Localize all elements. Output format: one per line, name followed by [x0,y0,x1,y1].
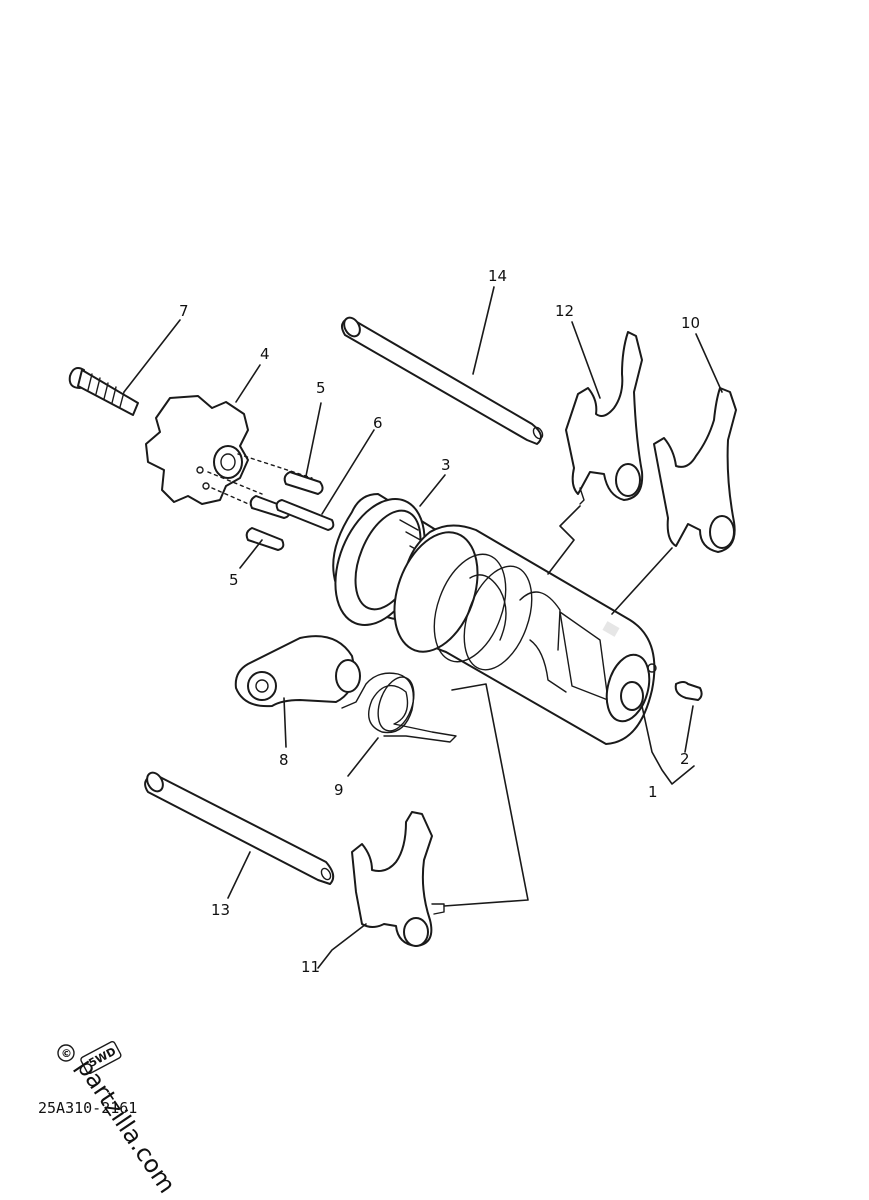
leader-5-lower [239,539,263,569]
leader-8 [283,697,287,748]
label-7: 7 [179,302,189,320]
leader-13 [227,851,251,899]
label-11: 11 [301,958,320,976]
leader-12 [571,321,601,399]
watermark: partzilla.com [71,1054,181,1199]
label-14: 14 [488,267,507,285]
leader-7 [123,319,181,393]
part-9-spring [341,672,457,743]
connector-10-drum [611,547,673,615]
label-4: 4 [260,345,270,363]
drawing-code: 25A310-2161 [38,1099,137,1117]
part-1-shift-drum [393,524,657,745]
connector-12-drum [547,505,581,575]
part-8-shift-arm [234,635,361,708]
leader-6 [321,429,375,515]
label-6: 6 [373,414,383,432]
part-5-pin-lower [245,527,285,551]
copyright-mark: © [57,1044,75,1062]
svg-text:©: © [61,1047,72,1060]
leader-2 [684,705,694,753]
part-2-screw [674,681,703,701]
leader-3 [419,474,446,507]
part-12-shift-fork [565,331,644,505]
label-3: 3 [441,456,451,474]
part-7-bolt [68,367,139,416]
label-8: 8 [279,751,289,769]
part-11-shift-fork [351,811,445,947]
leader-14 [472,286,495,375]
leader-11 [317,923,367,969]
leader-10 [695,333,723,393]
part-14-shift-shaft [340,316,544,445]
part-5-pin-upper [283,471,324,495]
part-10-shift-fork [653,387,737,553]
label-5-lower: 5 [229,571,239,589]
part-4-segment [145,395,249,505]
part-3-bearing [332,493,437,627]
label-2: 2 [680,750,690,768]
label-13: 13 [211,901,230,919]
label-10: 10 [681,314,700,332]
leader-4 [235,364,261,403]
label-12: 12 [555,302,574,320]
label-9: 9 [334,781,344,799]
leader-1 [641,705,695,785]
leader-5-upper [305,402,322,477]
part-6-long-pin [275,499,335,531]
connector-11-drum [443,683,529,907]
leader-9 [347,737,379,777]
label-5-upper: 5 [316,379,326,397]
part-13-shift-shaft [144,771,335,885]
label-1: 1 [648,783,658,801]
